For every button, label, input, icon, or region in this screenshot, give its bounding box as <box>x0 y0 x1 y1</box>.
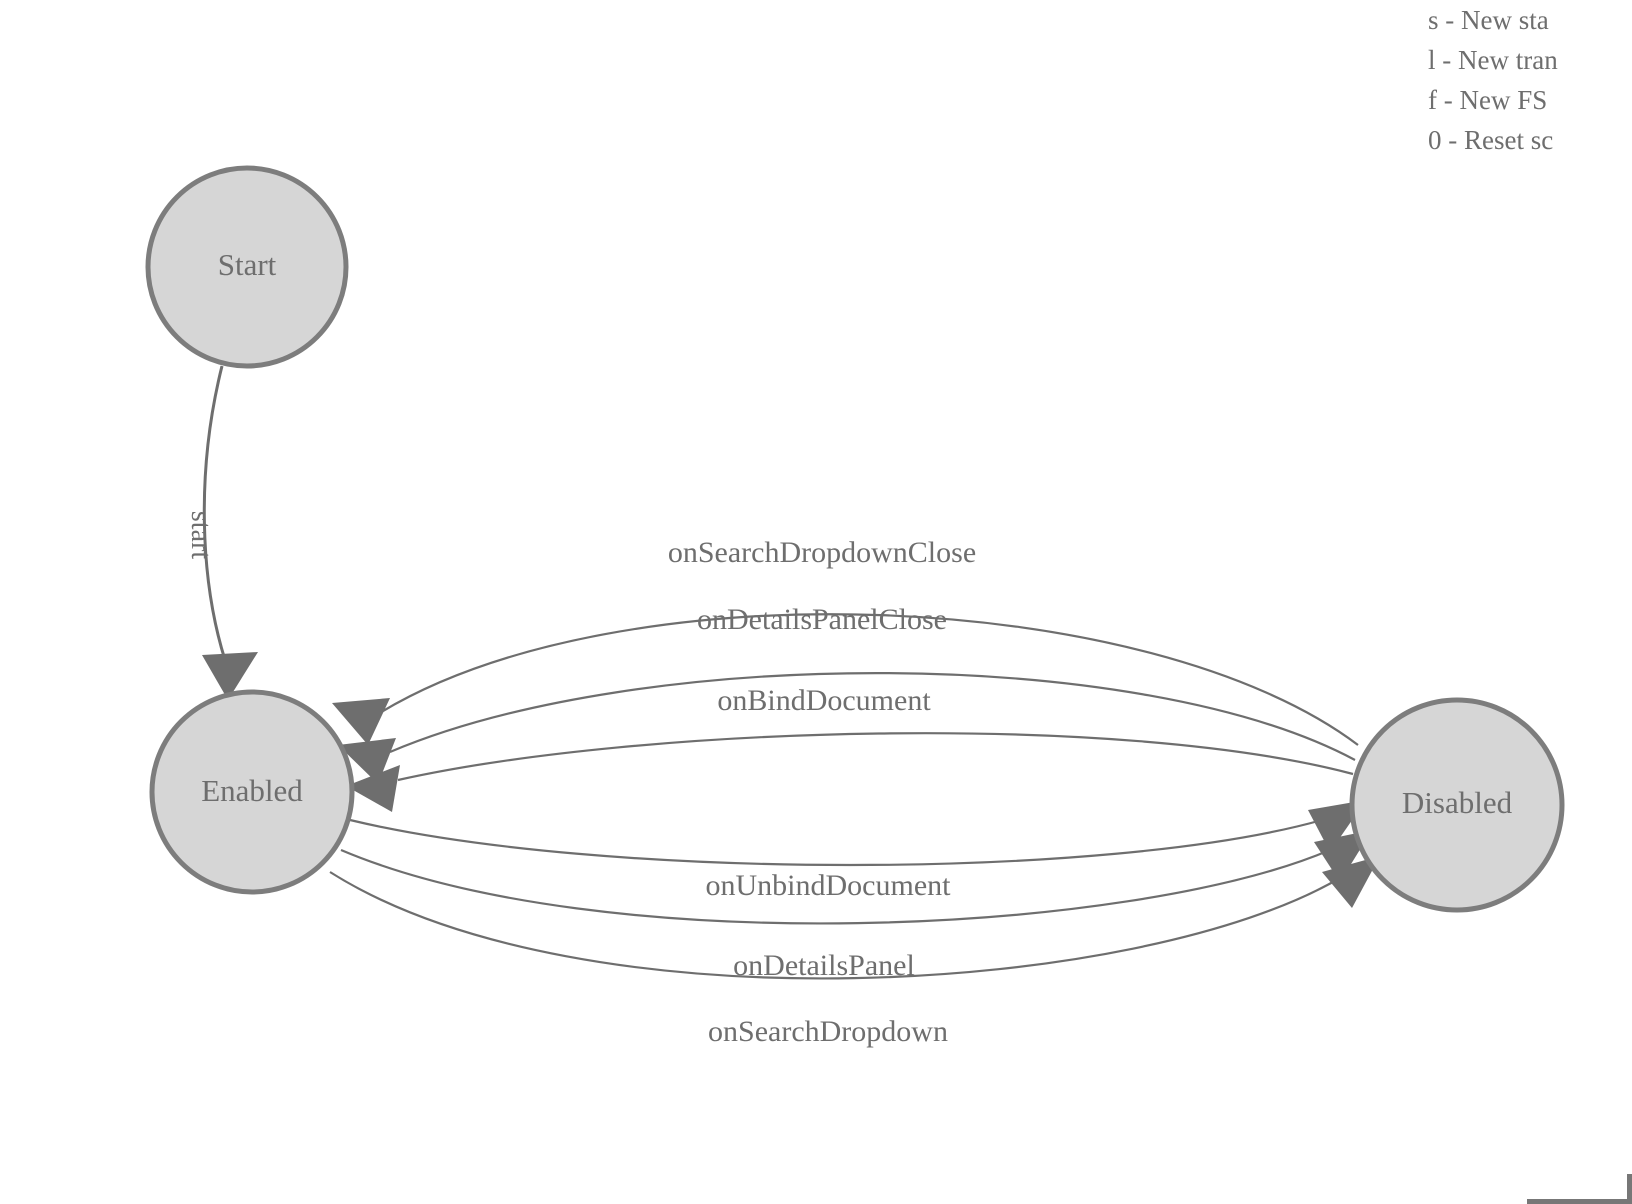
edge-path-onDetailsPanelClose[interactable] <box>389 672 1356 761</box>
state-label-start: Start <box>218 247 277 282</box>
edge-label-group: start onSearchDropdownClose onDetailsPan… <box>185 511 976 1048</box>
edge-group-start-to-enabled <box>202 365 258 700</box>
edge-path-onSearchDropdown[interactable] <box>329 871 1341 980</box>
edge-label-onUnbindDocument: onUnbindDocument <box>706 869 952 902</box>
edge-path-onUnbindDocument[interactable] <box>349 818 1323 867</box>
state-circle-enabled[interactable] <box>149 689 355 895</box>
state-label-enabled: Enabled <box>201 773 303 808</box>
state-label-disabled: Disabled <box>1402 785 1513 820</box>
edge-label-onSearchDropdown: onSearchDropdown <box>708 1015 948 1048</box>
edge-path-onBindDocument[interactable] <box>397 732 1354 782</box>
edge-path-onSearchDropdownClose[interactable] <box>377 613 1359 746</box>
edge-group-disabled-to-enabled <box>332 613 1359 812</box>
arrowhead-onSearchDropdown <box>1322 856 1380 908</box>
edge-label-onDetailsPanelClose: onDetailsPanelClose <box>697 603 947 636</box>
edge-label-start: start <box>185 511 216 559</box>
edge-label-onSearchDropdownClose: onSearchDropdownClose <box>668 536 976 569</box>
state-circle-start[interactable] <box>145 165 349 369</box>
edge-path-onDetailsPanel[interactable] <box>340 848 1331 925</box>
edge-label-onBindDocument: onBindDocument <box>717 684 931 717</box>
arrowhead-onSearchDropdownClose <box>332 698 390 745</box>
node-start[interactable]: Start <box>145 165 349 369</box>
edge-label-onDetailsPanel: onDetailsPanel <box>733 949 915 982</box>
edge-path-start[interactable] <box>202 365 227 661</box>
arrowhead-start <box>202 652 258 700</box>
arrowhead-onBindDocument <box>346 765 400 812</box>
node-enabled[interactable]: Enabled <box>149 689 355 895</box>
node-disabled[interactable]: Disabled <box>1349 697 1565 913</box>
state-circle-disabled[interactable] <box>1349 697 1565 913</box>
